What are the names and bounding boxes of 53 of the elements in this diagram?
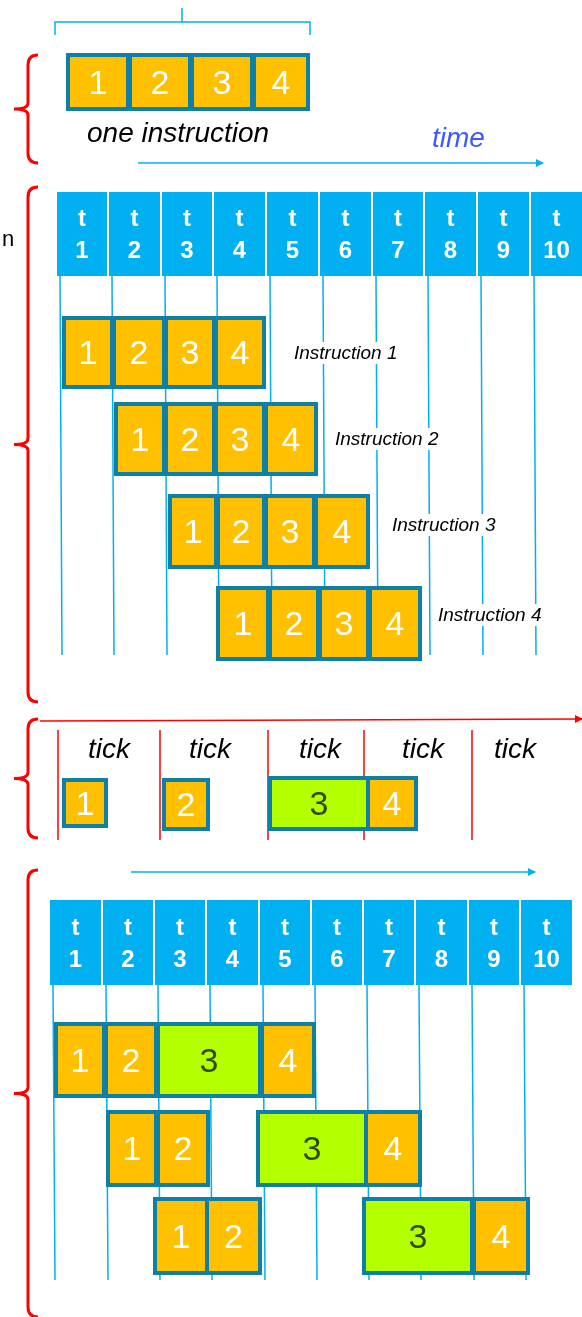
time-slot-header: t 9 (469, 900, 519, 985)
stage-box: 1 (114, 402, 166, 476)
time-slot-header: t 7 (373, 192, 423, 276)
time-slot-header: t 10 (531, 192, 582, 276)
time-slot-header: t 1 (57, 192, 107, 276)
time-slot-header: t 2 (103, 900, 153, 985)
time-slot-header: t 5 (267, 192, 318, 276)
stage-box: 1 (62, 316, 114, 389)
time-slot-header: t 8 (425, 192, 476, 276)
stage-box: 1 (62, 778, 108, 828)
time-slot-header: t 1 (50, 900, 101, 985)
stage-box: 4 (252, 53, 310, 111)
stage-box: 2 (104, 1022, 158, 1098)
stage-box: 2 (216, 494, 266, 569)
stage-box: 3 (264, 494, 316, 569)
row-label: Instruction 3 (390, 514, 498, 536)
stage-box: 2 (162, 778, 210, 831)
time-slot-header: t 5 (260, 900, 310, 985)
stage-box: 4 (472, 1197, 530, 1275)
time-slot-header: t 8 (416, 900, 467, 985)
stage-box: 3 (214, 402, 266, 476)
time-slot-header: t 3 (155, 900, 205, 985)
stage-box: 2 (268, 586, 320, 661)
stage-box: 3 (164, 316, 216, 389)
stage-box: 1 (216, 586, 270, 661)
stage-box: 2 (164, 402, 216, 476)
stage-box: 2 (128, 53, 192, 111)
time-slot-header: t 7 (364, 900, 414, 985)
time-slot-header: t 6 (312, 900, 362, 985)
stage-box: 3 (318, 586, 370, 661)
stage-box: 3 (190, 53, 254, 111)
stage-box: 4 (264, 402, 318, 476)
time-slot-header: t 4 (214, 192, 265, 276)
stage-box: 1 (66, 53, 130, 111)
stage-box: 1 (168, 494, 218, 569)
row-label: Instruction 2 (333, 428, 441, 450)
stage-box: 4 (214, 316, 266, 389)
stage-box: 4 (260, 1022, 316, 1098)
long-stage-box: 3 (156, 1022, 262, 1098)
time-slot-header: t 3 (162, 192, 212, 276)
stage-box: 2 (112, 316, 166, 389)
stage-box: 4 (368, 586, 422, 661)
time-slot-header: t 4 (207, 900, 258, 985)
row-label: Instruction 4 (436, 604, 544, 626)
time-slot-header: t 9 (478, 192, 529, 276)
stage-box: 1 (106, 1110, 158, 1187)
stage-box: 2 (156, 1110, 210, 1187)
time-slot-header: t 10 (521, 900, 572, 985)
long-stage-box: 3 (362, 1197, 474, 1275)
stage-box: 1 (54, 1022, 106, 1098)
time-slot-header: t 2 (109, 192, 160, 276)
time-slot-header: t 6 (320, 192, 371, 276)
stage-box: 4 (314, 494, 370, 569)
